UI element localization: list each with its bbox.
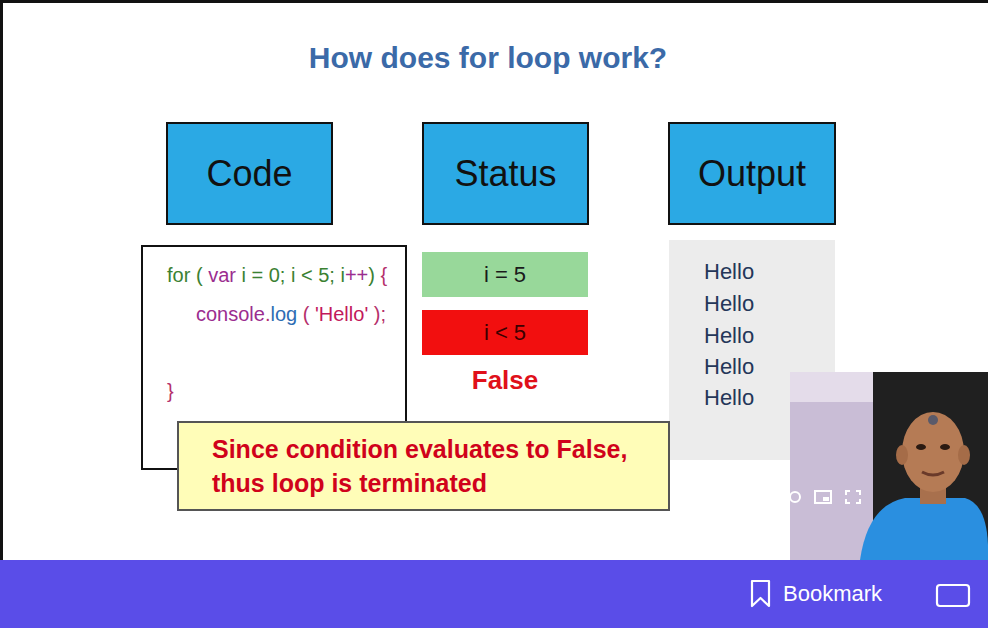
slide-title: How does for loop work? [0, 38, 976, 78]
header-box: Output [668, 122, 836, 225]
output-line: Hello [704, 259, 754, 285]
webcam-inset [790, 372, 988, 560]
header-box: Status [422, 122, 589, 225]
bottom-bar: Bookmark [0, 560, 988, 628]
result-label: False [422, 364, 588, 396]
bookmark-label: Bookmark [783, 580, 882, 608]
bookmark-icon [752, 581, 769, 606]
code-line: for ( var i = 0; i < 5; i++) { [167, 263, 387, 287]
callout-text: Since condition evaluates to False, thus… [212, 432, 652, 500]
output-line: Hello [704, 323, 754, 349]
output-line: Hello [704, 291, 754, 317]
status-box: i = 5 [422, 252, 588, 297]
status-text: i = 5 [484, 262, 526, 288]
header-box: Code [166, 122, 333, 225]
callout-box: Since condition evaluates to False, thus… [177, 421, 670, 511]
output-line: Hello [704, 354, 754, 380]
code-line: } [167, 379, 174, 403]
header-text: Output [698, 156, 806, 192]
status-box: i < 5 [422, 310, 588, 355]
output-line: Hello [704, 385, 754, 411]
frame-edge [0, 0, 988, 3]
status-text: i < 5 [484, 320, 526, 346]
header-text: Status [454, 156, 556, 192]
frame-edge [0, 0, 3, 560]
header-text: Code [206, 156, 292, 192]
code-line: console.log ( 'Hello' ); [196, 302, 386, 326]
window-icon [937, 585, 969, 606]
